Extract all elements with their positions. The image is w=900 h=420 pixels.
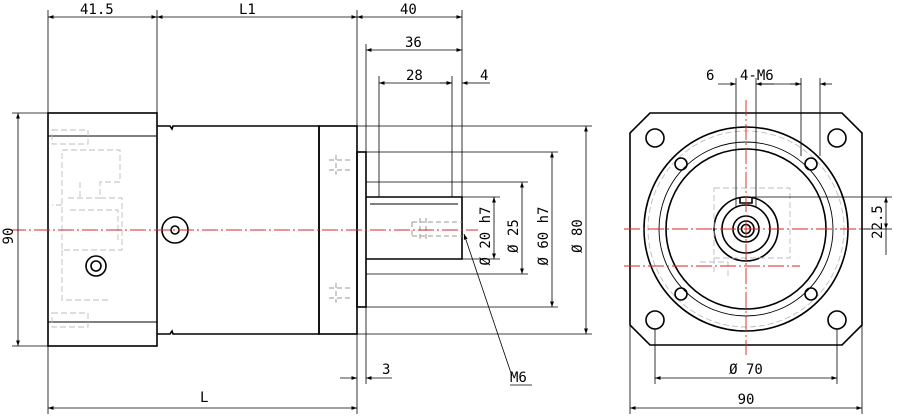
thread-leader (463, 233, 513, 377)
output-shaft (366, 196, 463, 260)
dim-shaft-diameter: Ø 20 h7 (478, 206, 494, 265)
dim-height: 90 (1, 228, 17, 245)
dim-shaft-shoulder: 3 (382, 362, 390, 378)
corner-holes (645, 128, 847, 330)
diameter-dimensions (357, 125, 592, 335)
dim-hole-spacing: 6 (706, 68, 714, 84)
front-view: 6 4-M6 22.5 Ø 70 90 (624, 68, 892, 414)
dim-key-length: 28 (406, 68, 423, 84)
side-view: 41.5 L1 40 36 28 4 90 Ø 20 h7 Ø (1, 2, 592, 414)
front-bottom-dimensions (629, 325, 863, 414)
dim-collar-diameter: Ø 25 (506, 219, 522, 253)
bottom-dimensions (47, 307, 392, 414)
dim-thread: M6 (510, 370, 527, 386)
front-top-dimensions (718, 78, 832, 207)
height-dimension (12, 112, 48, 347)
flange-hidden-internals (51, 129, 123, 328)
dim-shaft-length: 36 (405, 35, 422, 51)
dim-holes: 4-M6 (740, 68, 774, 84)
front-flange (629, 112, 863, 346)
dim-flange-width: 41.5 (80, 2, 114, 18)
shaft-tapped-hole (411, 218, 462, 240)
dim-pilot-diameter: Ø 60 h7 (536, 206, 552, 265)
top-dimensions (47, 10, 490, 197)
dim-front-pcd: Ø 70 (729, 362, 763, 378)
cap-screw (85, 255, 107, 277)
dim-front-width: 90 (738, 392, 755, 408)
front-right-dimension (752, 196, 892, 255)
dim-bolt-circle: Ø 80 (570, 219, 586, 253)
dim-key-height: 22.5 (870, 205, 886, 239)
dim-body-length: L1 (239, 2, 256, 18)
flange-block (47, 112, 158, 347)
adapter-hidden-bolts (329, 155, 352, 303)
dim-key-offset: 4 (480, 68, 488, 84)
pilot-collar (356, 151, 367, 308)
dim-shaft-overall: 40 (400, 2, 417, 18)
dim-total-length: L (200, 390, 208, 406)
